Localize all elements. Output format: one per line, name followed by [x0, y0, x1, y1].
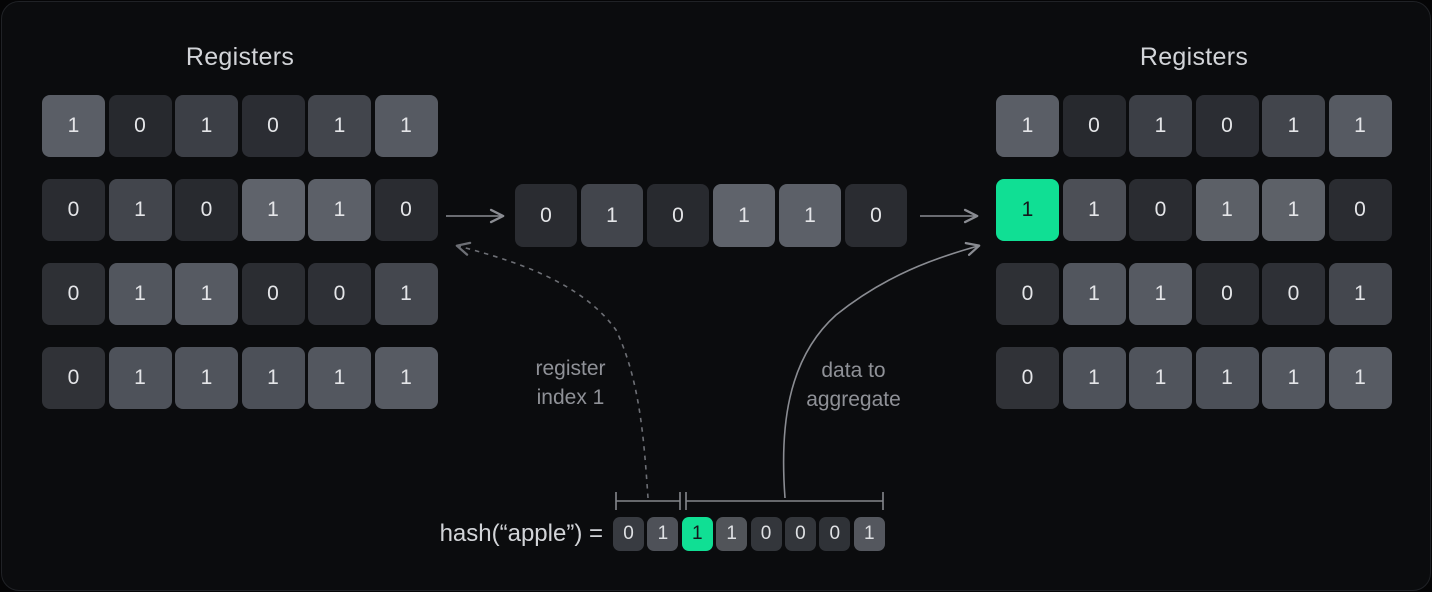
register-cell: 1 [1262, 95, 1325, 157]
merged-cell: 0 [647, 184, 709, 247]
register-cell: 1 [175, 347, 238, 409]
right-registers-title: Registers [1139, 43, 1249, 71]
register-cell: 1 [996, 179, 1059, 241]
register-cell: 1 [108, 179, 172, 241]
register-cell: 1 [1328, 263, 1392, 325]
data-to-aggregate-label: data to aggregate [761, 356, 946, 414]
hash-expression-label: hash(“apple”) = [439, 520, 603, 547]
register-cell: 1 [1328, 347, 1392, 409]
register-cell: 1 [308, 95, 371, 157]
register-cell: 1 [1062, 347, 1126, 409]
register-cell: 1 [1328, 95, 1392, 157]
data-to-aggregate-label-line1: data to [821, 359, 886, 382]
register-cell: 0 [1195, 263, 1259, 325]
hash-bit: 1 [716, 517, 748, 551]
register-cell: 0 [996, 263, 1059, 325]
register-cell: 1 [241, 179, 305, 241]
register-cell: 0 [42, 347, 105, 409]
register-cell: 0 [1262, 263, 1325, 325]
register-cell: 1 [1262, 347, 1325, 409]
register-cell: 0 [996, 347, 1059, 409]
register-cell: 0 [1328, 179, 1392, 241]
register-cell: 1 [1062, 179, 1126, 241]
register-cell: 1 [108, 263, 172, 325]
register-cell: 0 [241, 263, 305, 325]
register-cell: 1 [374, 263, 438, 325]
register-cell: 1 [1195, 347, 1259, 409]
register-cell: 1 [374, 95, 438, 157]
hash-bit: 1 [681, 517, 713, 551]
register-cell: 0 [374, 179, 438, 241]
register-cell: 1 [1062, 263, 1126, 325]
register-cell: 1 [42, 95, 105, 157]
merged-cell: 1 [779, 184, 841, 247]
register-cell: 0 [1062, 95, 1126, 157]
data-to-aggregate-label-line2: aggregate [806, 388, 901, 411]
register-cell: 0 [42, 263, 105, 325]
merged-cell: 0 [515, 184, 577, 247]
register-cell: 0 [241, 95, 305, 157]
hash-bit: 0 [819, 517, 851, 551]
register-cell: 1 [308, 347, 371, 409]
register-cell: 1 [1262, 179, 1325, 241]
merged-cell: 0 [845, 184, 907, 247]
register-cell: 1 [108, 347, 172, 409]
hash-bit: 0 [784, 517, 816, 551]
register-cell: 0 [1129, 179, 1192, 241]
register-index-label-line1: register [535, 357, 606, 380]
left-registers-title: Registers [185, 43, 295, 71]
hash-bit: 0 [613, 517, 644, 551]
register-cell: 1 [374, 347, 438, 409]
register-cell: 1 [996, 95, 1059, 157]
register-cell: 1 [1129, 95, 1192, 157]
register-cell: 0 [175, 179, 238, 241]
register-cell: 1 [308, 179, 371, 241]
register-cell: 1 [175, 263, 238, 325]
hash-bit: 0 [750, 517, 782, 551]
register-cell: 1 [1195, 179, 1259, 241]
register-index-label: register index 1 [478, 354, 663, 412]
register-cell: 1 [1129, 263, 1192, 325]
register-cell: 0 [42, 179, 105, 241]
register-cell: 1 [1129, 347, 1192, 409]
register-cell: 1 [241, 347, 305, 409]
hash-bit: 1 [853, 517, 885, 551]
merged-cell: 1 [713, 184, 775, 247]
register-cell: 1 [175, 95, 238, 157]
register-cell: 0 [108, 95, 172, 157]
hash-bit: 1 [647, 517, 679, 551]
register-cell: 0 [1195, 95, 1259, 157]
register-index-label-line2: index 1 [536, 386, 605, 409]
merged-cell: 1 [581, 184, 643, 247]
register-cell: 0 [308, 263, 371, 325]
